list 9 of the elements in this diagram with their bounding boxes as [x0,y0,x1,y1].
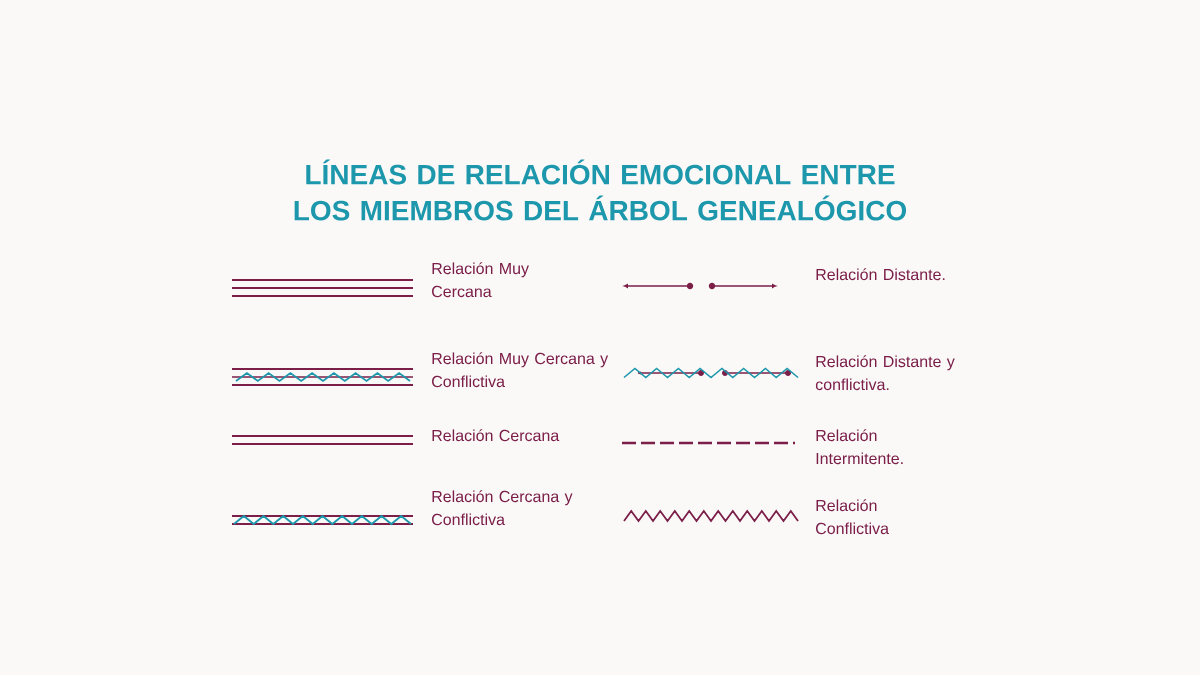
legend-label: Relación Cercana y Conflictiva [432,490,573,526]
legend-label: Relación Muy Cercana y Conflictiva [432,352,609,388]
title: LÍNEAS DE RELACIÓN EMOCIONAL ENTRE LOS MIEMBROS DEL ÁRBOL GENEALÓGICO [294,159,907,221]
legend-label: Relación Distante y conflictiva. [815,355,955,391]
legend-label: Relación Muy Cercana [432,262,529,298]
legend-label: Relación Conflictiva [816,499,889,535]
legend-label: Relación Intermitente. [816,429,903,465]
legend-label: Relación Cercana [432,429,560,442]
legend-label: Relación Distante. [816,268,945,281]
